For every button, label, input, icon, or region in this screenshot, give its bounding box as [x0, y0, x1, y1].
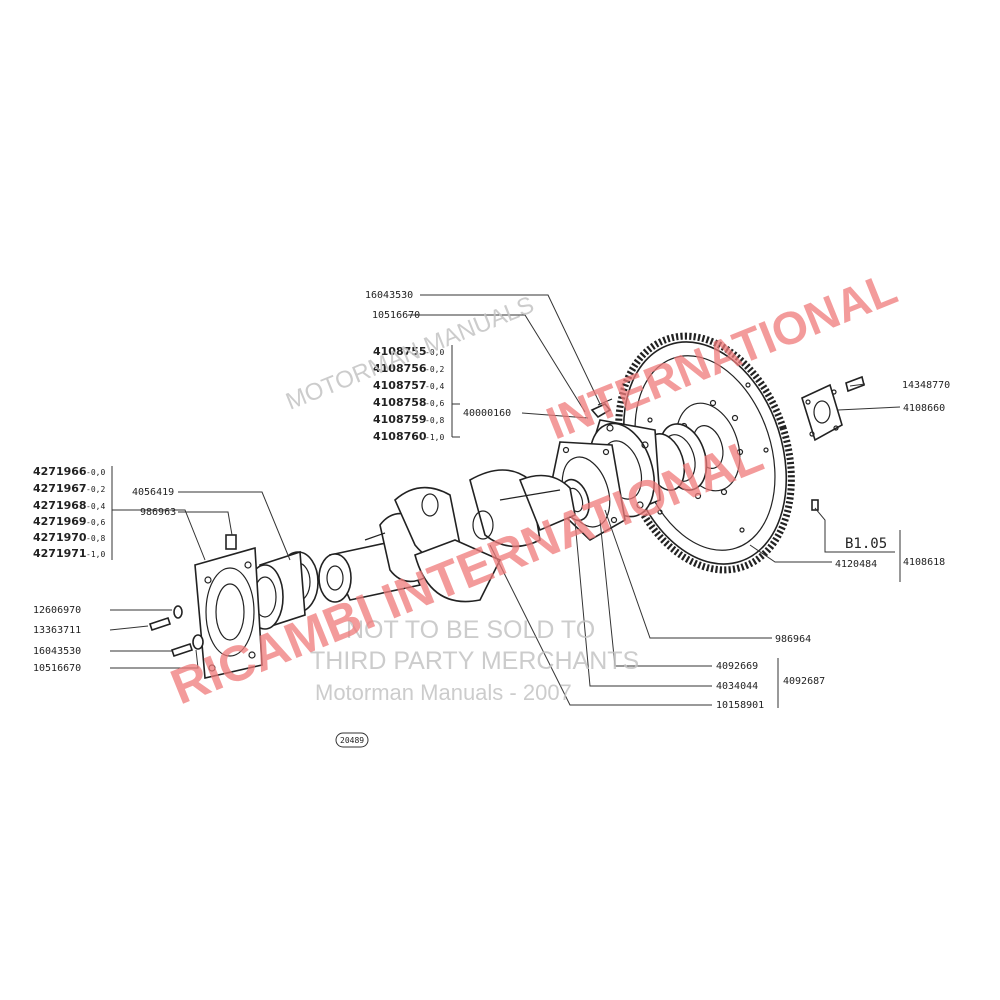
label-12606970: 12606970 [33, 605, 81, 616]
suffix-4108755: -0,0 [425, 348, 444, 357]
label-4092687: 4092687 [783, 676, 825, 687]
label-10516670-bottom: 10516670 [33, 663, 81, 674]
label-16043530-top: 16043530 [365, 290, 413, 301]
watermark-gray-line1: NOT TO BE SOLD TO [346, 616, 595, 644]
label-4056419: 4056419 [132, 487, 174, 498]
label-4108759: 4108759 [373, 413, 427, 426]
crankshaft-assembly-drawing [148, 332, 865, 679]
flywheel-adapter-plate [801, 375, 865, 442]
label-4108755: 4108755 [373, 345, 427, 358]
label-4271967: 4271967 [33, 482, 87, 495]
label-4108760: 4108760 [373, 430, 427, 443]
label-4034044: 4034044 [716, 681, 758, 692]
watermark-gray-line2: THIRD PARTY MERCHANTS [310, 647, 639, 675]
flywheel-dowel [811, 499, 819, 511]
label-4271968: 4271968 [33, 499, 87, 512]
suffix-4108759: -0,8 [425, 416, 444, 425]
label-16043530-bottom: 16043530 [33, 646, 81, 657]
label-10158901: 10158901 [716, 700, 764, 711]
label-4108660: 4108660 [903, 403, 945, 414]
label-4271971: 4271971 [33, 547, 87, 560]
label-4108756: 4108756 [373, 362, 427, 375]
label-4271970: 4271970 [33, 531, 87, 544]
suffix-4108756: -0,2 [425, 365, 444, 374]
label-4120484: 4120484 [835, 559, 877, 570]
label-4092669: 4092669 [716, 661, 758, 672]
label-4271966: 4271966 [33, 465, 87, 478]
crankshaft [318, 469, 576, 603]
suffix-4271966: -0,0 [86, 468, 105, 477]
label-4108618: 4108618 [903, 557, 945, 568]
suffix-4271967: -0,2 [86, 485, 105, 494]
front-fasteners [148, 605, 204, 658]
label-b105: B1.05 [845, 536, 887, 552]
suffix-4271969: -0,6 [86, 518, 105, 527]
suffix-4271968: -0,4 [86, 502, 105, 511]
front-cover-plate [194, 534, 263, 679]
label-986963: 986963 [140, 507, 176, 518]
reference-number: 20489 [340, 736, 364, 745]
label-40000160: 40000160 [463, 408, 511, 419]
suffix-4271970: -0,8 [86, 534, 105, 543]
suffix-4108758: -0,6 [425, 399, 444, 408]
label-4271969: 4271969 [33, 515, 87, 528]
label-10516670-top: 10516670 [372, 310, 420, 321]
part-labels: 16043530 10516670 4108755 -0,0 4108756 -… [33, 290, 950, 748]
label-4108757: 4108757 [373, 379, 427, 392]
suffix-4108760: -1,0 [425, 433, 444, 442]
suffix-4108757: -0,4 [425, 382, 444, 391]
label-4108758: 4108758 [373, 396, 427, 409]
suffix-4271971: -1,0 [86, 550, 105, 559]
reference-badge [335, 732, 369, 748]
label-986964: 986964 [775, 634, 811, 645]
watermark-gray-line3: Motorman Manuals - 2007 [315, 680, 572, 705]
label-14348770: 14348770 [902, 380, 950, 391]
leader-lines [109, 294, 901, 708]
label-13363711: 13363711 [33, 625, 81, 636]
